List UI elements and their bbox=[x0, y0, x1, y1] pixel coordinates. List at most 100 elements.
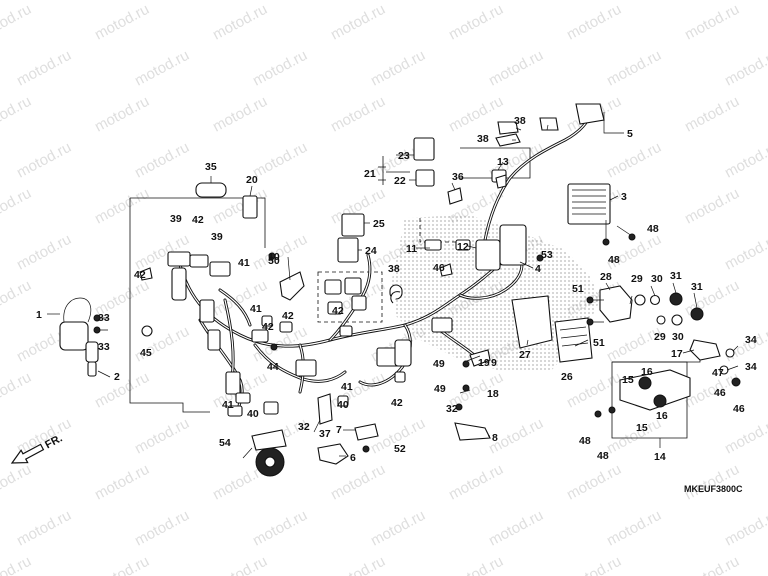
watermark-text: motod.ru bbox=[250, 47, 310, 90]
callout-54: 54 bbox=[219, 437, 231, 449]
callout-48a: 48 bbox=[647, 223, 659, 235]
relay-23 bbox=[413, 137, 435, 161]
callout-19: 19 bbox=[478, 357, 490, 369]
callout-5: 5 bbox=[627, 128, 633, 140]
callout-38b: 38 bbox=[477, 133, 489, 145]
callout-31b: 31 bbox=[691, 281, 703, 293]
callout-52: 52 bbox=[394, 443, 406, 455]
callout-49b: 49 bbox=[434, 383, 446, 395]
bracket-6 bbox=[317, 443, 349, 465]
watermark-text: motod.ru bbox=[722, 507, 768, 550]
callout-40b: 40 bbox=[337, 399, 349, 411]
callout-50: 50 bbox=[268, 255, 280, 267]
callout-39a: 39 bbox=[170, 213, 182, 225]
callout-42e: 42 bbox=[391, 397, 403, 409]
callout-48d: 48 bbox=[597, 450, 609, 462]
watermark-text: motod.ru bbox=[92, 369, 152, 412]
callout-1: 1 bbox=[36, 309, 42, 321]
watermark-text: motod.ru bbox=[682, 185, 742, 228]
callout-34a: 34 bbox=[745, 334, 757, 346]
callout-48b: 48 bbox=[608, 254, 620, 266]
callout-44: 44 bbox=[267, 361, 279, 373]
watermark-text: motod.ru bbox=[604, 323, 664, 366]
watermark-text: motod.ru bbox=[14, 139, 74, 182]
callout-2: 2 bbox=[114, 371, 120, 383]
watermark-text: motod.ru bbox=[92, 185, 152, 228]
watermark-text: motod.ru bbox=[132, 415, 192, 458]
watermark-text: motod.ru bbox=[682, 553, 742, 576]
watermark-text: motod.ru bbox=[0, 277, 34, 320]
watermark-text: motod.ru bbox=[722, 415, 768, 458]
callout-42d: 42 bbox=[332, 305, 344, 317]
callout-25: 25 bbox=[373, 218, 385, 230]
callout-27: 27 bbox=[519, 349, 531, 361]
callout-42a: 42 bbox=[192, 214, 204, 226]
watermark-text: motod.ru bbox=[446, 1, 506, 44]
callout-18: 18 bbox=[487, 388, 499, 400]
callout-46c: 46 bbox=[733, 403, 745, 415]
watermark-text: motod.ru bbox=[446, 93, 506, 136]
watermark-text: motod.ru bbox=[250, 139, 310, 182]
watermark-text: motod.ru bbox=[92, 93, 152, 136]
callout-36: 36 bbox=[452, 171, 464, 183]
fasteners bbox=[93, 220, 636, 453]
callout-30b: 30 bbox=[672, 331, 684, 343]
callout-3: 3 bbox=[621, 191, 627, 203]
watermark-text: motod.ru bbox=[446, 553, 506, 576]
watermark-text: motod.ru bbox=[210, 553, 270, 576]
bracket-10 bbox=[279, 271, 305, 301]
callout-15a: 15 bbox=[622, 374, 634, 386]
left-harness-frame-top bbox=[130, 197, 266, 248]
watermark-text: motod.ru bbox=[132, 323, 192, 366]
watermark-text: motod.ru bbox=[722, 231, 768, 274]
callout-53: 53 bbox=[541, 249, 553, 261]
harness-connectors bbox=[59, 103, 741, 477]
watermark-text: motod.ru bbox=[0, 369, 34, 412]
connector-group-frame bbox=[317, 271, 383, 323]
callout-38a: 38 bbox=[388, 263, 400, 275]
watermark-text: motod.ru bbox=[0, 461, 34, 504]
watermark-text: motod.ru bbox=[604, 507, 664, 550]
ecu-26 bbox=[554, 317, 593, 363]
callout-47: 47 bbox=[712, 367, 724, 379]
callout-4: 4 bbox=[535, 263, 541, 275]
callout-16b: 16 bbox=[656, 410, 668, 422]
callout-39b: 39 bbox=[211, 231, 223, 243]
callout-9: 9 bbox=[491, 357, 497, 369]
watermark-text: motod.ru bbox=[0, 185, 34, 228]
stay-14 bbox=[619, 369, 691, 411]
callout-12: 12 bbox=[457, 241, 469, 253]
watermark-text: motod.ru bbox=[14, 231, 74, 274]
watermark-text: motod.ru bbox=[14, 47, 74, 90]
watermark-text: motod.ru bbox=[564, 553, 624, 576]
relay-22 bbox=[415, 169, 435, 187]
module-27 bbox=[511, 295, 553, 349]
callout-37: 37 bbox=[319, 428, 331, 440]
grommet-35 bbox=[195, 182, 227, 198]
left-harness-frame bbox=[129, 198, 210, 413]
callout-34b: 34 bbox=[745, 361, 757, 373]
callout-29a: 29 bbox=[631, 273, 643, 285]
callout-8: 8 bbox=[492, 432, 498, 444]
callout-11: 11 bbox=[406, 243, 417, 255]
watermark-text: motod.ru bbox=[132, 47, 192, 90]
callout-7: 7 bbox=[336, 424, 342, 436]
watermark-text: motod.ru bbox=[92, 553, 152, 576]
callout-41d: 41 bbox=[341, 381, 353, 393]
watermark-text: motod.ru bbox=[210, 93, 270, 136]
callout-20: 20 bbox=[246, 174, 258, 186]
watermark-text: motod.ru bbox=[92, 461, 152, 504]
plug-cap-2 bbox=[85, 341, 99, 363]
callout-21: 21 bbox=[364, 168, 376, 180]
callout-33b: 33 bbox=[98, 341, 110, 353]
callout-24: 24 bbox=[365, 245, 377, 257]
watermark-text: motod.ru bbox=[564, 369, 624, 412]
watermark-text: motod.ru bbox=[446, 461, 506, 504]
clip-8 bbox=[454, 422, 491, 441]
callout-42f: 42 bbox=[282, 310, 294, 322]
bracket-17 bbox=[689, 339, 721, 361]
watermark-text: motod.ru bbox=[328, 461, 388, 504]
watermark-text: motod.ru bbox=[14, 415, 74, 458]
diagram-reference-code: MKEUF3800C bbox=[684, 484, 743, 494]
